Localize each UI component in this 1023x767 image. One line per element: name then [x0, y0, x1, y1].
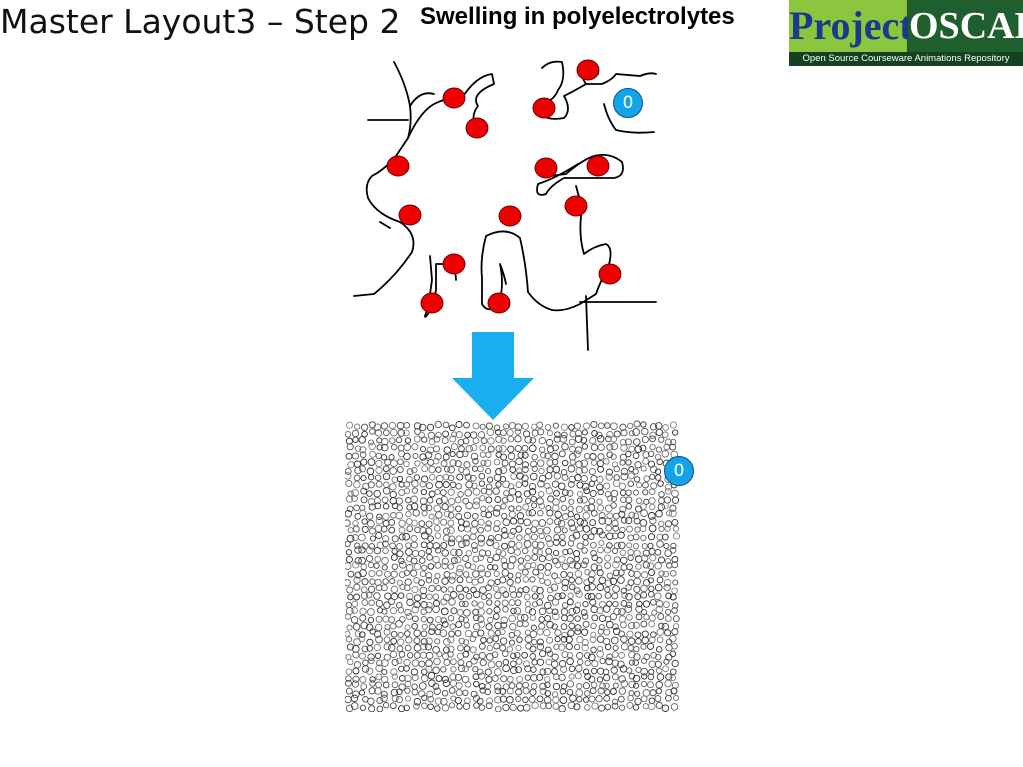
chain-11	[585, 295, 589, 351]
chain-6	[603, 103, 655, 134]
ion-1	[576, 59, 600, 81]
chain-7	[536, 153, 624, 196]
ion-2	[442, 87, 466, 109]
subtitle: Swelling in polyelectrolytes	[420, 3, 735, 30]
logo-tagline: Open Source Courseware Animations Reposi…	[789, 52, 1023, 66]
ion-11	[442, 253, 466, 275]
ion-12	[420, 292, 444, 314]
ion-9	[564, 195, 588, 217]
ion-14	[598, 263, 622, 285]
ion-3	[532, 97, 556, 119]
ion-6	[534, 157, 558, 179]
ion-group	[386, 59, 622, 314]
ion-13	[487, 292, 511, 314]
chain-1	[353, 61, 415, 297]
chain-13	[409, 92, 435, 107]
network-counter-button[interactable]: 0	[613, 88, 643, 118]
chain-8	[480, 185, 612, 312]
logo-word-right: OSCAR	[909, 0, 1023, 52]
chain-12	[379, 221, 391, 229]
chain-3	[407, 73, 495, 139]
solvent-region	[345, 420, 681, 712]
ion-7	[586, 155, 610, 177]
ion-8	[398, 204, 422, 226]
solvent-counter-button[interactable]: 0	[664, 456, 694, 486]
down-arrow-icon	[452, 332, 534, 420]
project-oscar-logo: Project OSCAR Open Source Courseware Ani…	[789, 0, 1023, 66]
chain-5	[585, 72, 657, 85]
ion-4	[465, 117, 489, 139]
polyelectrolyte-network	[353, 59, 657, 351]
ion-10	[498, 205, 522, 227]
logo-word-left: Project	[789, 0, 913, 52]
ion-5	[386, 155, 410, 177]
slide-title: Master Layout3 – Step 2	[0, 2, 401, 41]
